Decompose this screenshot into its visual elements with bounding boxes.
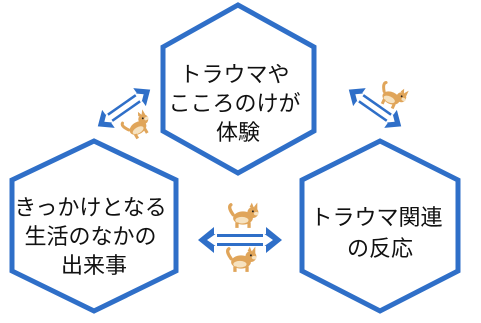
hexagon-top	[160, 2, 317, 176]
arrow-top-left	[97, 88, 151, 128]
shiba-dog-icon	[118, 107, 157, 144]
node-left-line-3: 出来事	[61, 254, 127, 279]
node-left-line-2: 生活のなかの	[24, 225, 156, 250]
hexagon-right	[299, 138, 461, 314]
node-right-line-1: トラウマ関連	[310, 206, 442, 231]
arrow-top-right	[348, 88, 402, 128]
node-left-line-1: きっかけとなる	[14, 196, 166, 221]
hexagon-left	[9, 138, 179, 314]
node-top-line-3: 体験	[216, 121, 260, 146]
arrow-left-right	[198, 227, 282, 253]
node-right-line-2: の反応	[347, 237, 413, 262]
node-top-line-2: こころのけが	[168, 92, 300, 117]
node-left-label: きっかけとなる 生活のなかの 出来事	[14, 196, 173, 279]
node-top-label: トラウマや こころのけが 体験	[168, 63, 307, 146]
shiba-dog-icon	[228, 200, 261, 230]
node-right-label: トラウマ関連 の反応	[310, 206, 449, 262]
node-top-line-1: トラウマや	[179, 63, 289, 88]
shiba-dog-icon	[226, 244, 259, 274]
